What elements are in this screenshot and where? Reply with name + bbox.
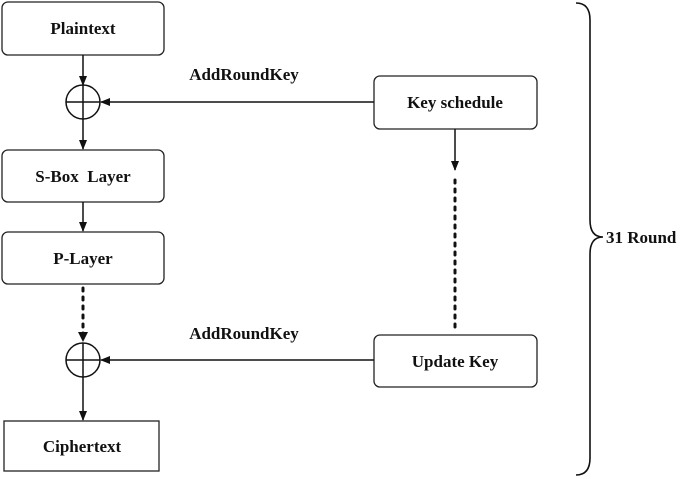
xor-bottom-icon <box>65 342 101 378</box>
plaintext-label: Plaintext <box>50 19 115 38</box>
plaintext-node: Plaintext <box>1 1 165 56</box>
ciphertext-label: Ciphertext <box>43 437 122 456</box>
round-count-label: 31 Round <box>606 228 677 247</box>
sbox-layer-node: S-Box Layer <box>1 149 165 203</box>
update-key-label: Update Key <box>412 352 499 371</box>
ciphertext-node: Ciphertext <box>3 420 160 472</box>
p-layer-label: P-Layer <box>53 249 113 268</box>
player-to-xor-arrowhead <box>78 332 88 342</box>
key-schedule-node: Key schedule <box>373 75 538 130</box>
add-round-key-bottom-label: AddRoundKey <box>189 324 299 343</box>
key-schedule-label: Key schedule <box>407 93 503 112</box>
update-key-node: Update Key <box>373 334 538 388</box>
xor-top-icon <box>65 84 101 120</box>
add-round-key-top-label: AddRoundKey <box>189 65 299 84</box>
round-curly-brace <box>575 2 604 476</box>
sbox-layer-label: S-Box Layer <box>35 167 131 186</box>
p-layer-node: P-Layer <box>1 231 165 285</box>
